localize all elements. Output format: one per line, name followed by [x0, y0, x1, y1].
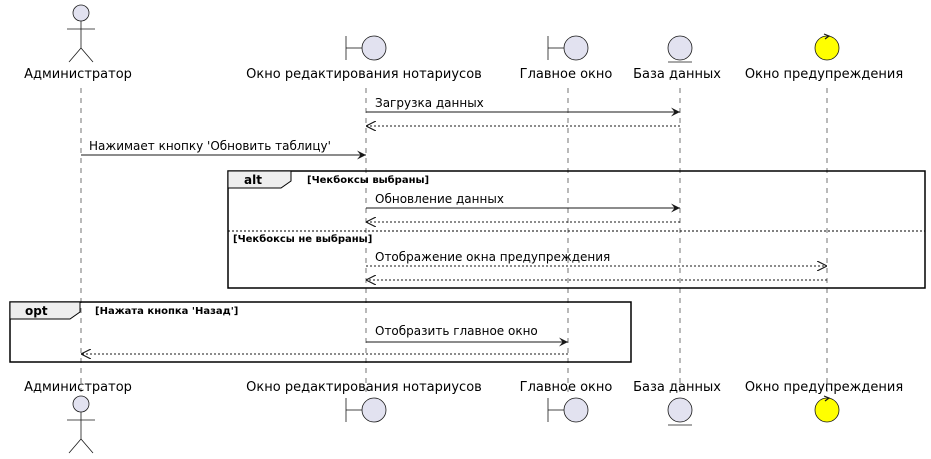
participant-label-warn-top: Окно предупреждения	[745, 67, 903, 82]
boundary-icon	[345, 397, 387, 423]
message-label-4: Обновление данных	[375, 192, 504, 206]
fragment-opt-title: opt	[25, 304, 48, 318]
participant-label-editor-top: Окно редактирования нотариусов	[246, 67, 482, 82]
message-label-8: Отобразить главное окно	[375, 324, 538, 338]
participant-label-main-top: Главное окно	[520, 67, 613, 82]
message-label-6: Отображение окна предупреждения	[375, 250, 610, 264]
fragment-alt-title: alt	[244, 173, 262, 187]
message-label-1: Загрузка данных	[375, 96, 484, 110]
entity-icon	[667, 35, 693, 63]
participant-label-warn-bottom: Окно предупреждения	[745, 380, 903, 395]
fragment-alt-else-guard: [Чекбоксы не выбраны]	[233, 233, 372, 245]
participant-label-editor-bottom: Окно редактирования нотариусов	[246, 380, 482, 395]
entity-icon	[667, 397, 693, 426]
participant-label-admin-top: Администратор	[24, 67, 132, 82]
messages: Загрузка данных Нажимает кнопку 'Обновит…	[81, 96, 827, 354]
participant-label-main-bottom: Главное окно	[520, 380, 613, 395]
boundary-icon	[547, 35, 589, 61]
actor-icon	[67, 4, 95, 63]
boundary-icon	[345, 35, 387, 61]
control-icon	[814, 33, 840, 61]
actor-icon	[67, 395, 95, 454]
participant-label-admin-bottom: Администратор	[24, 380, 132, 395]
fragment-opt: opt [Нажата кнопка 'Назад']	[9, 301, 632, 363]
participants-bottom: Администратор Окно редактирования нотари…	[24, 380, 903, 454]
control-icon	[814, 395, 840, 423]
fragment-alt-guard: [Чекбоксы выбраны]	[307, 174, 429, 186]
boundary-icon	[547, 397, 589, 423]
participant-label-db-bottom: База данных	[633, 380, 721, 395]
fragment-alt: alt [Чекбоксы выбраны] [Чекбоксы не выбр…	[227, 170, 926, 289]
lifelines	[80, 88, 828, 392]
participant-label-db-top: База данных	[633, 67, 721, 82]
fragment-opt-guard: [Нажата кнопка 'Назад']	[95, 306, 238, 317]
message-label-3: Нажимает кнопку 'Обновить таблицу'	[89, 139, 331, 153]
participants-top: Администратор Окно редактирования нотари…	[24, 4, 903, 82]
